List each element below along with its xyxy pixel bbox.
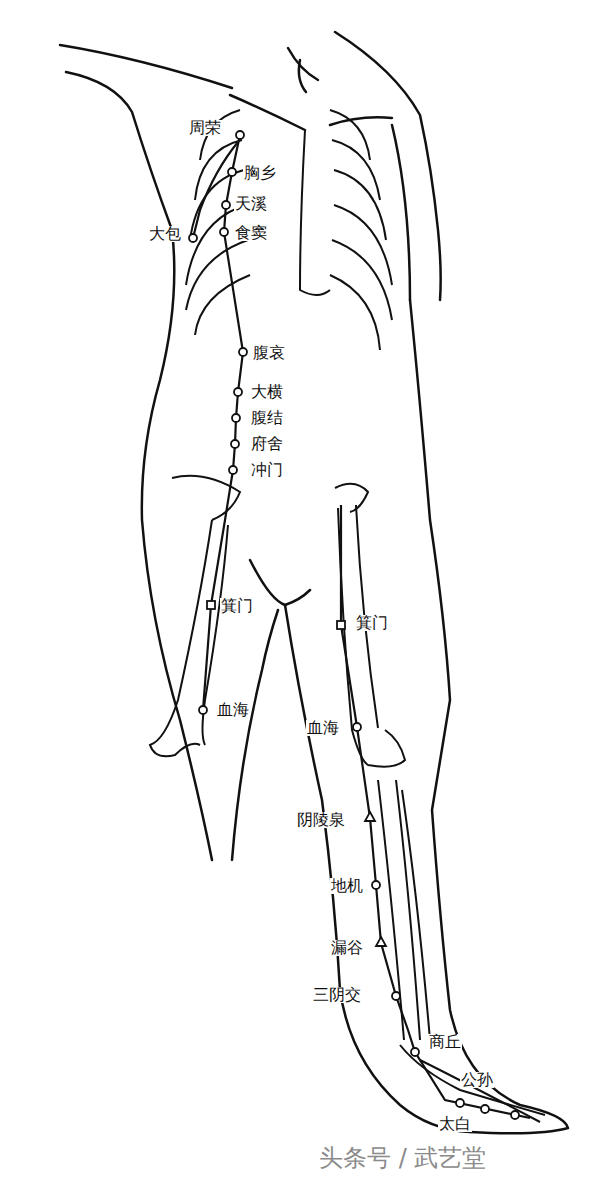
acupoint-label: 太白	[438, 1116, 472, 1132]
acupoint-label: 府舍	[250, 436, 284, 452]
acupoint-label: 公孙	[460, 1072, 494, 1088]
acupoint-label: 地机	[330, 878, 364, 894]
acupoint-label: 大横	[250, 384, 284, 400]
acupoint-label: 阴陵泉	[296, 812, 346, 828]
acupoint-label: 大包	[148, 226, 182, 242]
acupoint-label: 胸乡	[243, 165, 277, 181]
acupoint-label: 周荣	[188, 120, 222, 136]
acupoint-label: 腹哀	[252, 345, 286, 361]
acupoint-label: 冲门	[250, 462, 284, 478]
acupoint-label: 漏谷	[330, 940, 364, 956]
acupoint-label: 食窦	[234, 225, 268, 241]
acupoint-label: 血海	[306, 720, 340, 736]
acupoint-label: 天溪	[234, 196, 268, 212]
acupoint-label: 血海	[216, 702, 250, 718]
acupoint-label: 商丘	[428, 1034, 462, 1050]
acupoint-label: 三阴交	[312, 987, 362, 1003]
acupoint-label: 箕门	[220, 598, 254, 614]
watermark: 头条号 / 武艺堂	[318, 1146, 487, 1170]
acupoint-label: 箕门	[355, 615, 389, 631]
acupoint-label: 腹结	[250, 410, 284, 426]
